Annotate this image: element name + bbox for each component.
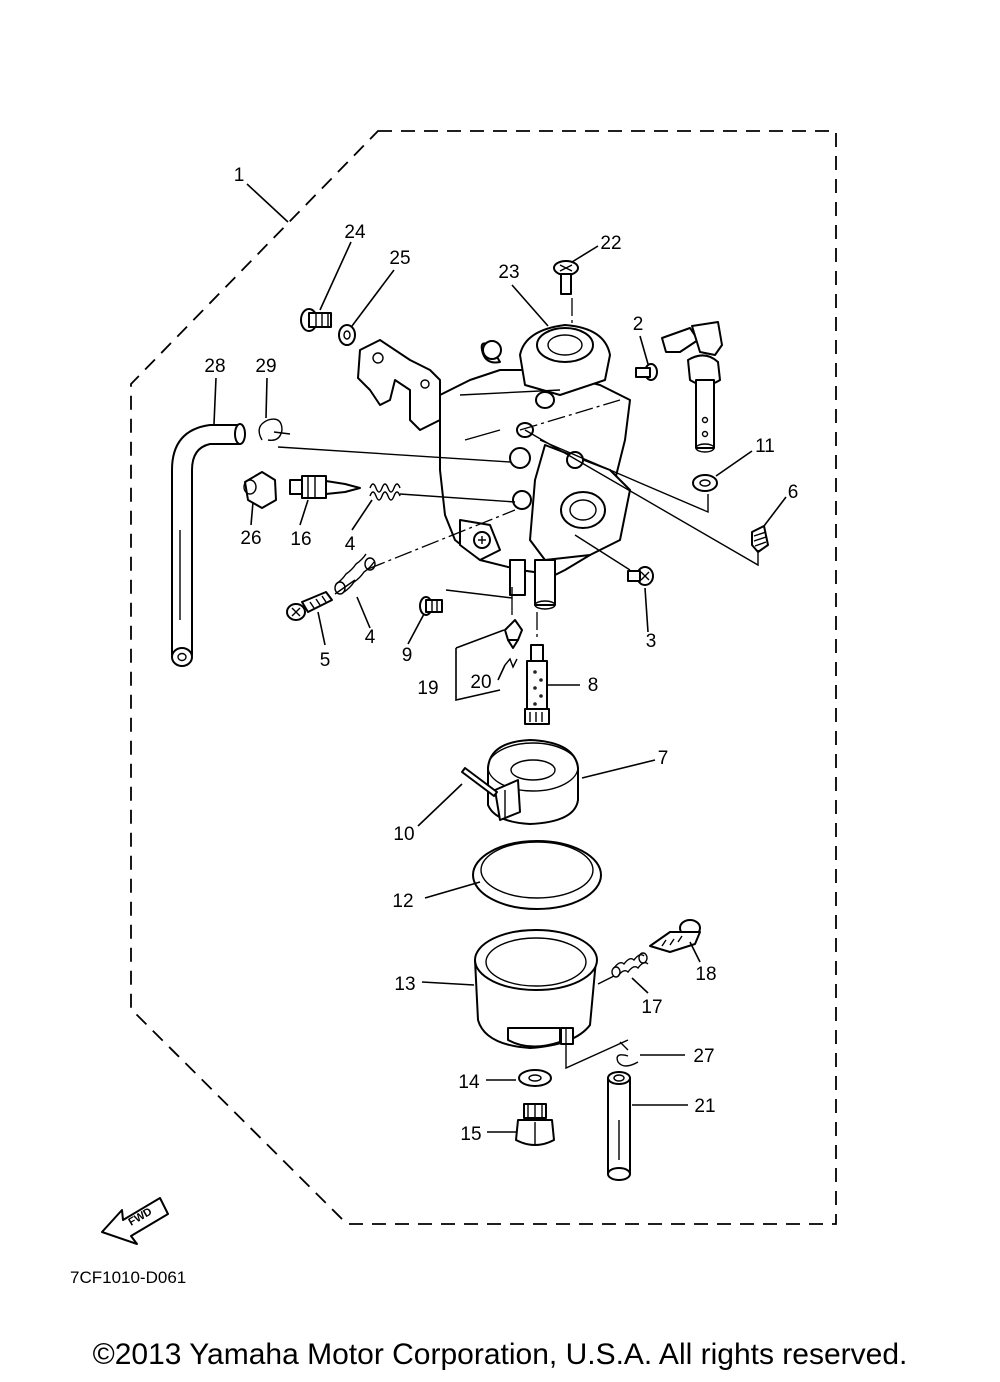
label-4b: 4 xyxy=(365,627,376,648)
part-carburetor-body xyxy=(439,324,631,610)
label-11: 11 xyxy=(755,436,775,457)
part-hose-28 xyxy=(171,423,246,667)
label-13: 13 xyxy=(394,974,415,995)
label-6: 6 xyxy=(788,482,799,503)
label-5: 5 xyxy=(320,650,331,671)
label-20: 20 xyxy=(470,672,491,693)
part-needle-valve-19 xyxy=(504,619,523,649)
label-27: 27 xyxy=(693,1046,714,1067)
label-15: 15 xyxy=(460,1124,481,1145)
label-19: 19 xyxy=(417,678,438,699)
part-screw-5 xyxy=(286,591,333,621)
part-cap-26 xyxy=(243,471,277,509)
part-labels: 1 24 25 22 23 2 28 29 11 6 26 16 4 3 4 5… xyxy=(204,165,798,1145)
part-spring-17 xyxy=(611,952,649,978)
part-screw-18 xyxy=(649,919,701,953)
label-17: 17 xyxy=(641,997,662,1018)
fwd-arrow-icon: FWD xyxy=(101,1197,169,1245)
part-screw-24 xyxy=(300,308,332,332)
part-clip-20 xyxy=(504,657,518,669)
part-spring-4b xyxy=(334,553,376,595)
copyright-notice: ©2013 Yamaha Motor Corporation, U.S.A. A… xyxy=(92,1338,908,1371)
label-4a: 4 xyxy=(345,534,356,555)
part-gasket-12 xyxy=(472,840,602,910)
part-spring-4a xyxy=(369,483,401,501)
part-drain-screw-15 xyxy=(515,1103,555,1146)
label-1: 1 xyxy=(234,165,245,186)
label-22: 22 xyxy=(600,233,621,254)
label-29: 29 xyxy=(255,356,276,377)
assembly-boundary xyxy=(130,130,837,1225)
label-8: 8 xyxy=(588,675,599,696)
label-14: 14 xyxy=(458,1072,480,1093)
label-leaders xyxy=(213,183,787,1133)
label-26: 26 xyxy=(240,528,261,549)
label-2: 2 xyxy=(633,314,644,335)
label-25: 25 xyxy=(389,248,410,269)
part-bracket xyxy=(357,339,441,431)
part-pilot-screw-16 xyxy=(289,475,361,499)
label-18: 18 xyxy=(695,964,716,985)
part-screw-22 xyxy=(553,260,579,295)
label-23: 23 xyxy=(498,262,519,283)
part-hose-21 xyxy=(607,1071,631,1181)
part-clip-27 xyxy=(616,1041,639,1067)
part-float-7 xyxy=(487,739,579,825)
part-washer-25 xyxy=(338,324,356,346)
part-clip-29 xyxy=(258,418,291,441)
label-10: 10 xyxy=(393,824,414,845)
part-screw-9 xyxy=(419,596,443,616)
part-washer-11 xyxy=(692,474,718,492)
label-3: 3 xyxy=(646,631,657,652)
part-throttle-shaft xyxy=(661,321,723,453)
part-screw-3 xyxy=(627,566,654,586)
label-7: 7 xyxy=(658,748,669,769)
label-24: 24 xyxy=(344,222,366,243)
part-plug-6 xyxy=(751,525,769,553)
alignment-lines xyxy=(277,298,759,1070)
part-washer-14 xyxy=(518,1069,552,1087)
drawing-code: 7CF1010-D061 xyxy=(70,1268,187,1287)
part-main-nozzle-8 xyxy=(524,644,550,725)
part-pin-10 xyxy=(461,767,498,797)
part-float-chamber-13 xyxy=(474,929,598,1049)
label-9: 9 xyxy=(402,645,413,666)
label-28: 28 xyxy=(204,356,225,377)
label-16: 16 xyxy=(290,529,311,550)
part-screw-2 xyxy=(635,363,658,381)
label-21: 21 xyxy=(694,1096,715,1117)
label-12: 12 xyxy=(392,891,413,912)
